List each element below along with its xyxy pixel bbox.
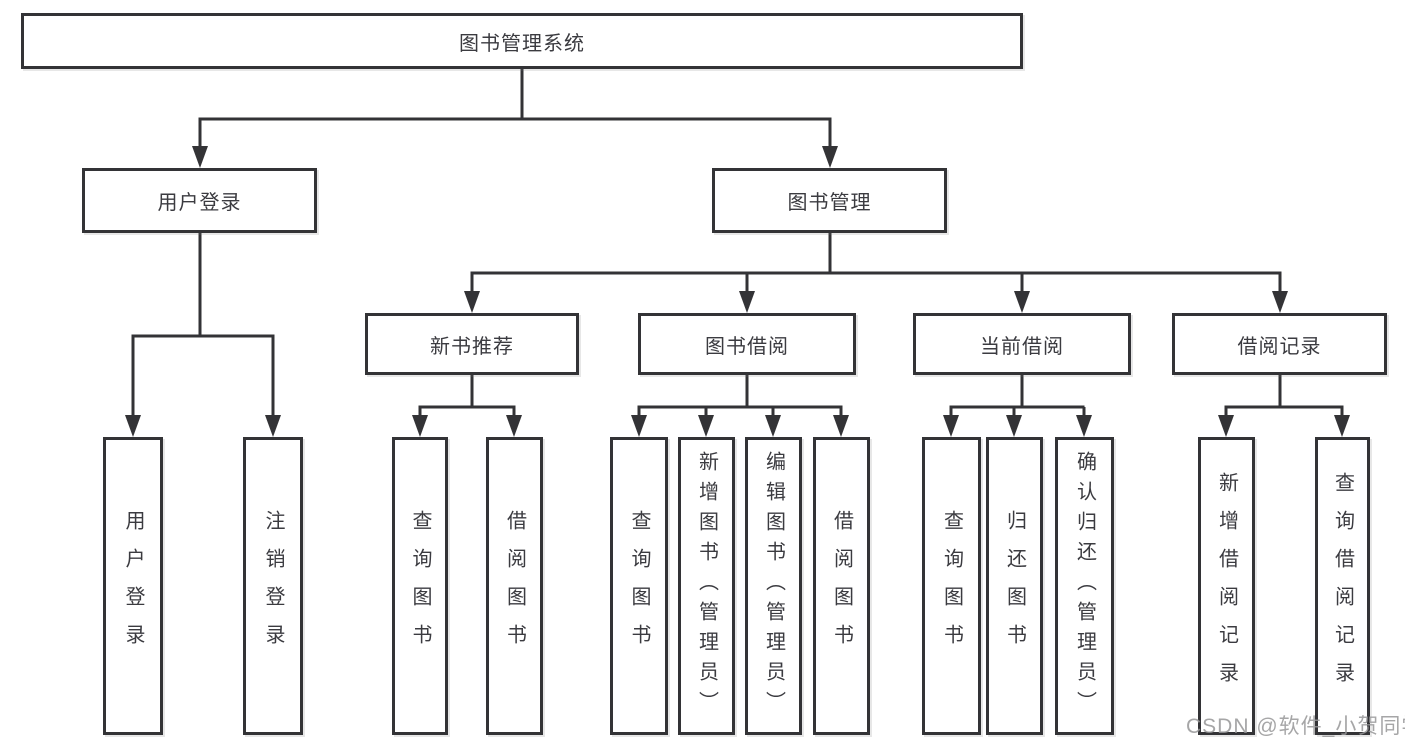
leaf-query-books-borrow: 查询图书 (610, 437, 668, 735)
node-label: 用户登录 (122, 510, 144, 662)
connector-borrowrecord-to-leaves (1224, 375, 1344, 416)
node-label: 编辑图书（管理员） (762, 451, 785, 721)
node-label: 新增借阅记录 (1215, 472, 1238, 700)
node-label: 查询借阅记录 (1331, 472, 1354, 700)
connector-root-to-level1 (198, 69, 832, 148)
node-label: 查询图书 (409, 510, 431, 662)
leaf-add-borrow-record: 新增借阅记录 (1198, 437, 1255, 735)
leaf-query-books-rec: 查询图书 (392, 437, 448, 735)
node-label: 图书管理系统 (459, 32, 585, 55)
node-label: 借阅记录 (1237, 335, 1322, 358)
arrowhead (1334, 415, 1350, 437)
arrowheads (125, 146, 1350, 437)
node-label: 确认归还（管理员） (1073, 451, 1096, 721)
arrowhead (1076, 415, 1092, 437)
arrowhead (765, 415, 781, 437)
leaf-query-borrow-record: 查询借阅记录 (1315, 437, 1370, 735)
arrowhead (125, 415, 141, 437)
connector-elbows (131, 69, 1344, 416)
arrowhead (1006, 415, 1022, 437)
connector-bookborrow-to-leaves (637, 375, 843, 416)
node-label: 新增图书（管理员） (695, 451, 718, 721)
leaf-edit-books-admin: 编辑图书（管理员） (745, 437, 802, 735)
arrowhead (631, 415, 647, 437)
node-label: 新书推荐 (430, 335, 514, 358)
node-root-system: 图书管理系统 (21, 13, 1023, 69)
leaf-confirm-return-admin: 确认归还（管理员） (1055, 437, 1114, 735)
node-user-login: 用户登录 (82, 168, 317, 233)
leaf-user-login: 用户登录 (103, 437, 163, 735)
connector-userlogin-to-leaves (131, 233, 275, 416)
leaf-borrow-books-rec: 借阅图书 (486, 437, 543, 735)
arrowhead (698, 415, 714, 437)
node-book-borrowing: 图书借阅 (638, 313, 856, 375)
node-label: 查询图书 (940, 510, 963, 662)
node-label: 当前借阅 (980, 335, 1064, 358)
arrowhead (739, 291, 755, 313)
arrowhead (943, 415, 959, 437)
connector-bookmgmt-to-level2 (470, 233, 1282, 292)
node-new-book-recommendation: 新书推荐 (365, 313, 579, 375)
arrowhead (1272, 291, 1288, 313)
node-label: 图书管理 (787, 192, 872, 214)
csdn-watermark: CSDN @软件_小贺同学 (1186, 715, 1405, 738)
leaf-borrow-books: 借阅图书 (813, 437, 870, 735)
connector-currentborrow-to-leaves (949, 375, 1086, 416)
arrowhead (1218, 415, 1234, 437)
arrowhead (412, 415, 428, 437)
arrowhead (1014, 291, 1030, 313)
node-label: 归还图书 (1003, 510, 1026, 662)
node-current-borrowing: 当前借阅 (913, 313, 1131, 375)
leaf-add-books-admin: 新增图书（管理员） (678, 437, 735, 735)
leaf-query-books-current: 查询图书 (922, 437, 981, 735)
arrowhead (822, 146, 838, 168)
node-label: 图书借阅 (705, 335, 789, 358)
connector-newbookrec-to-leaves (418, 375, 516, 416)
arrowhead (265, 415, 281, 437)
arrowhead (833, 415, 849, 437)
arrowhead (192, 146, 208, 168)
node-borrowing-records: 借阅记录 (1172, 313, 1387, 375)
node-book-management: 图书管理 (712, 168, 947, 233)
node-label: 借阅图书 (503, 510, 526, 662)
arrowhead (464, 291, 480, 313)
node-label: 用户登录 (157, 192, 242, 214)
node-label: 借阅图书 (830, 510, 853, 662)
arrowhead (506, 415, 522, 437)
node-label: 查询图书 (628, 510, 650, 662)
leaf-return-books: 归还图书 (986, 437, 1043, 735)
node-label: 注销登录 (262, 510, 284, 662)
leaf-logout: 注销登录 (243, 437, 303, 735)
